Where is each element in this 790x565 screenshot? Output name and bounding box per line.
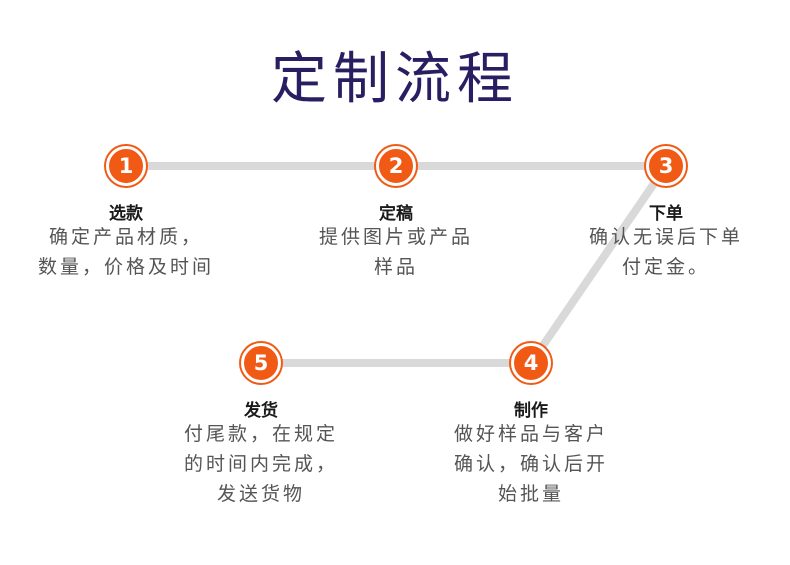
step-1-desc-line-1: 确定产品材质， bbox=[48, 226, 203, 248]
step-2-desc-line-2: 样品 bbox=[373, 256, 418, 278]
step-2-description: 提供图片或产品 样品 bbox=[266, 222, 526, 282]
step-2-desc-line-1: 提供图片或产品 bbox=[318, 226, 473, 248]
step-5-desc-line-3: 发送货物 bbox=[216, 483, 305, 505]
step-4-desc-line-1: 做好样品与客户 bbox=[453, 423, 608, 445]
step-1-desc-line-2: 数量，价格及时间 bbox=[37, 256, 214, 278]
step-4-number-badge: 4 bbox=[511, 343, 551, 383]
step-3-label: 下单 bbox=[649, 204, 683, 224]
step-4-label: 制作 bbox=[514, 401, 548, 421]
step-4-desc-line-2: 确认，确认后开 bbox=[453, 453, 608, 475]
step-3-description: 确认无误后下单 付定金。 bbox=[536, 222, 790, 282]
step-3-desc-line-1: 确认无误后下单 bbox=[588, 226, 743, 248]
step-1-description: 确定产品材质， 数量，价格及时间 bbox=[0, 222, 256, 282]
step-3-desc-line-2: 付定金。 bbox=[621, 256, 710, 278]
page-title: 定制流程 bbox=[271, 47, 519, 112]
step-3-number-badge: 3 bbox=[646, 146, 686, 186]
step-5-desc-line-1: 付尾款，在规定 bbox=[183, 423, 338, 445]
step-1-label: 选款 bbox=[109, 204, 143, 224]
step-4-desc-line-3: 始批量 bbox=[497, 483, 564, 505]
step-4-description: 做好样品与客户 确认，确认后开 始批量 bbox=[401, 419, 661, 509]
step-2-number-badge: 2 bbox=[376, 146, 416, 186]
step-5-desc-line-2: 的时间内完成， bbox=[183, 453, 338, 475]
step-5-number-badge: 5 bbox=[241, 343, 281, 383]
step-2-label: 定稿 bbox=[379, 204, 413, 224]
step-1-number-badge: 1 bbox=[106, 146, 146, 186]
step-5-label: 发货 bbox=[244, 401, 278, 421]
step-5-description: 付尾款，在规定 的时间内完成， 发送货物 bbox=[131, 419, 391, 509]
